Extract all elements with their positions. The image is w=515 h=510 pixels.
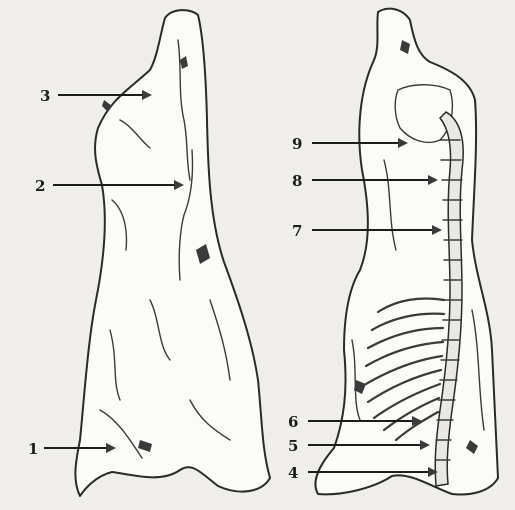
- label-7: 7: [292, 222, 302, 240]
- label-1: 1: [28, 440, 38, 458]
- label-8: 8: [292, 172, 302, 190]
- label-9: 9: [292, 135, 302, 153]
- label-2: 2: [35, 177, 45, 195]
- label-4: 4: [288, 464, 298, 482]
- label-6: 6: [288, 413, 298, 431]
- label-5: 5: [288, 437, 298, 455]
- label-3: 3: [40, 87, 50, 105]
